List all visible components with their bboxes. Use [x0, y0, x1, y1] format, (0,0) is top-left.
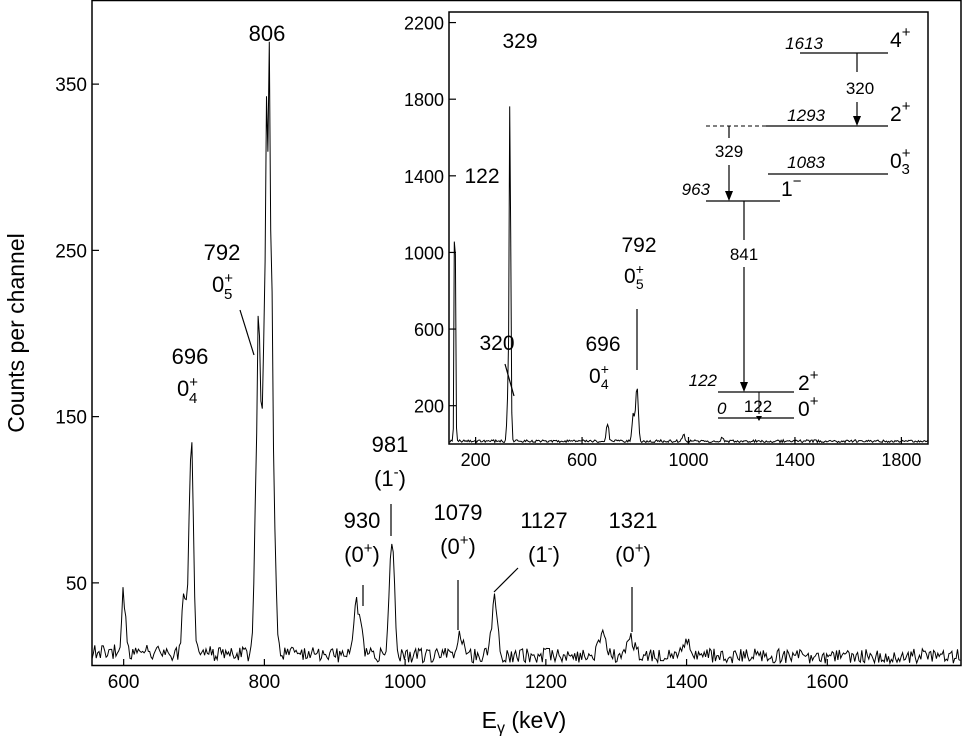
inset-peak-label-320: 320 [479, 332, 514, 355]
main-peak-label-1127: 1127 [520, 508, 567, 533]
main-y-tick-label-250: 250 [55, 241, 87, 262]
main-y-axis: 50 150 250 350 [55, 75, 99, 595]
main-x-tick-label-1200: 1200 [525, 672, 567, 693]
main-x-tick-label-1400: 1400 [665, 672, 707, 693]
main-x-tick-label-1600: 1600 [806, 672, 848, 693]
main-peak-label-1321: 1321 [609, 508, 658, 533]
inset-x-tick-label-1800: 1800 [881, 450, 921, 470]
main-leader-1127 [493, 567, 519, 593]
main-peak-label-930-spin: (0+) [344, 540, 380, 567]
inset-y-tick-label-1800: 1800 [404, 90, 444, 110]
main-spectrum-trace [91, 41, 961, 666]
inset-frame [448, 11, 929, 445]
main-peak-label-696-spin: 0+4 [177, 374, 198, 407]
level-energy-963: 963 [682, 180, 711, 199]
level-energy-122: 122 [689, 371, 718, 390]
main-y-tick-label-50: 50 [66, 574, 87, 595]
level-spin-1613: 4+ [890, 24, 911, 52]
main-y-tick-label-350: 350 [55, 75, 87, 96]
level-spin-1083: 0+3 [890, 145, 911, 178]
inset-leader-320 [504, 363, 515, 397]
transition-arrow-122 [756, 416, 762, 421]
main-x-axis: 600 800 1000 1200 1400 1600 [108, 659, 848, 693]
main-peak-label-1079: 1079 [434, 500, 483, 525]
level-spin-963: 1− [781, 173, 802, 201]
inset-peak-label-122: 122 [464, 165, 499, 188]
main-peak-label-806: 806 [249, 21, 286, 46]
level-scheme: 1613 4+ 1293 2+ 1083 0+3 963 1− 122 2+ 0… [682, 24, 911, 421]
main-peak-label-1321-spin: (0+) [615, 540, 651, 567]
inset-y-tick-label-1400: 1400 [404, 167, 444, 187]
main-plot-frame [91, 0, 962, 667]
transition-arrow-329 [725, 191, 733, 201]
main-peak-label-792: 792 [204, 240, 241, 265]
inset-peak-label-696: 696 [585, 333, 620, 356]
inset-y-tick-label-1000: 1000 [404, 243, 444, 263]
main-peak-label-1127-spin: (1-) [528, 540, 560, 567]
level-spin-1293: 2+ [890, 98, 911, 126]
inset-y-tick-label-600: 600 [414, 320, 444, 340]
level-spin-0: 0+ [798, 393, 819, 421]
transition-label-122: 122 [744, 397, 772, 416]
main-peak-label-930: 930 [344, 508, 381, 533]
transition-label-320: 320 [846, 79, 874, 98]
level-energy-1613: 1613 [785, 34, 823, 53]
main-x-axis-label: Eγ (keV) [482, 707, 567, 736]
main-peak-label-981: 981 [372, 432, 409, 457]
inset-peak-label-329: 329 [502, 30, 537, 53]
transition-arrow-320 [853, 116, 861, 126]
level-energy-1083: 1083 [787, 153, 825, 172]
transition-arrow-841 [740, 382, 748, 392]
main-x-tick-label-600: 600 [108, 672, 140, 693]
inset-y-axis: 200 600 1000 1400 1800 2200 [404, 14, 456, 417]
main-peak-label-1079-spin: (0+) [440, 532, 476, 559]
main-y-axis-label: Counts per channel [3, 233, 29, 432]
inset-plot: 200 600 1000 1400 1800 200 600 1000 1400 1800 220… [404, 11, 929, 470]
main-plot: 600 800 1000 1200 1400 1600 50 150 250 350 Count… [3, 0, 962, 736]
main-x-tick-label-1000: 1000 [384, 672, 426, 693]
level-energy-1293: 1293 [787, 106, 825, 125]
main-peak-label-696: 696 [172, 344, 209, 369]
inset-x-axis: 200 600 1000 1400 1800 [461, 437, 921, 470]
main-peak-label-792-spin: 0+5 [212, 270, 233, 303]
inset-x-tick-label-200: 200 [461, 450, 491, 470]
main-leader-792 [239, 309, 255, 356]
inset-y-tick-label-200: 200 [414, 397, 444, 417]
level-spin-122: 2+ [798, 367, 819, 395]
inset-peak-label-792-spin: 0+5 [624, 261, 644, 292]
main-y-tick-label-150: 150 [55, 408, 87, 429]
transition-label-841: 841 [730, 245, 758, 264]
inset-x-tick-label-1400: 1400 [775, 450, 815, 470]
inset-peak-label-792: 792 [621, 234, 656, 257]
inset-x-tick-label-1000: 1000 [668, 450, 708, 470]
inset-peak-label-696-spin: 0+4 [589, 361, 609, 392]
main-x-tick-label-800: 800 [249, 672, 281, 693]
inset-x-tick-label-600: 600 [567, 450, 597, 470]
level-energy-0: 0 [717, 399, 727, 418]
main-peak-label-981-spin: (1-) [374, 464, 406, 491]
inset-y-tick-label-2200: 2200 [404, 14, 444, 34]
transition-label-329: 329 [715, 142, 743, 161]
